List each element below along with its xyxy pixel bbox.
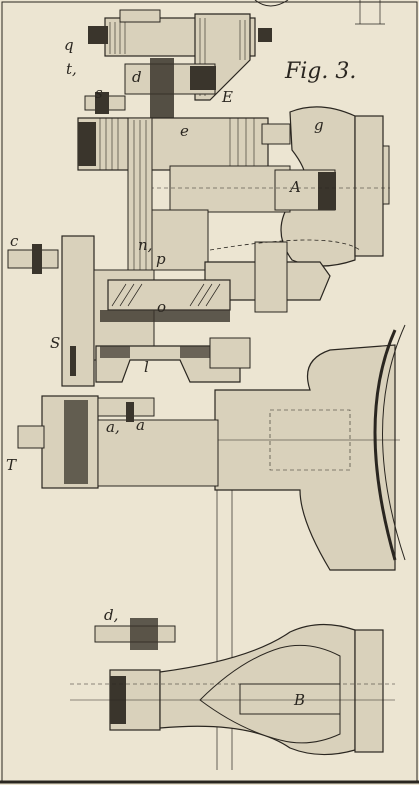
- figure-title: Fig. 3.: [284, 59, 356, 84]
- flywheel-l: [95, 337, 251, 383]
- label-g: g: [314, 116, 324, 134]
- label-p: p: [156, 250, 166, 268]
- bearing-o: [100, 279, 231, 322]
- label-n1: n,: [138, 236, 152, 254]
- top-bracket-E: [88, 9, 272, 101]
- label-a: a: [136, 416, 145, 434]
- label-q: q: [64, 36, 74, 54]
- label-d1: d,: [104, 606, 118, 624]
- label-A: A: [288, 178, 301, 196]
- label-t1: t,: [66, 60, 77, 78]
- bolt-s: [84, 92, 126, 114]
- label-a1: a,: [106, 418, 120, 436]
- label-d: d: [132, 68, 142, 86]
- shaft-T: [17, 395, 219, 489]
- label-s: s: [95, 84, 103, 102]
- part-labels: q t, s d E e g A c n, p o S l a, a T d, …: [6, 36, 324, 709]
- shaft-e: [77, 117, 291, 171]
- label-e: e: [180, 122, 189, 140]
- label-E: E: [221, 88, 233, 106]
- label-o: o: [157, 298, 166, 316]
- label-c: c: [10, 232, 19, 250]
- lower-assembly-B: [70, 618, 395, 756]
- bracket-A: [150, 106, 390, 267]
- label-B: B: [293, 691, 305, 709]
- spindle-d: [124, 58, 216, 128]
- top-disc: [254, 0, 289, 7]
- label-T: T: [6, 456, 17, 474]
- label-l: l: [144, 358, 149, 376]
- label-S: S: [50, 334, 60, 352]
- lever-arm: [204, 239, 361, 313]
